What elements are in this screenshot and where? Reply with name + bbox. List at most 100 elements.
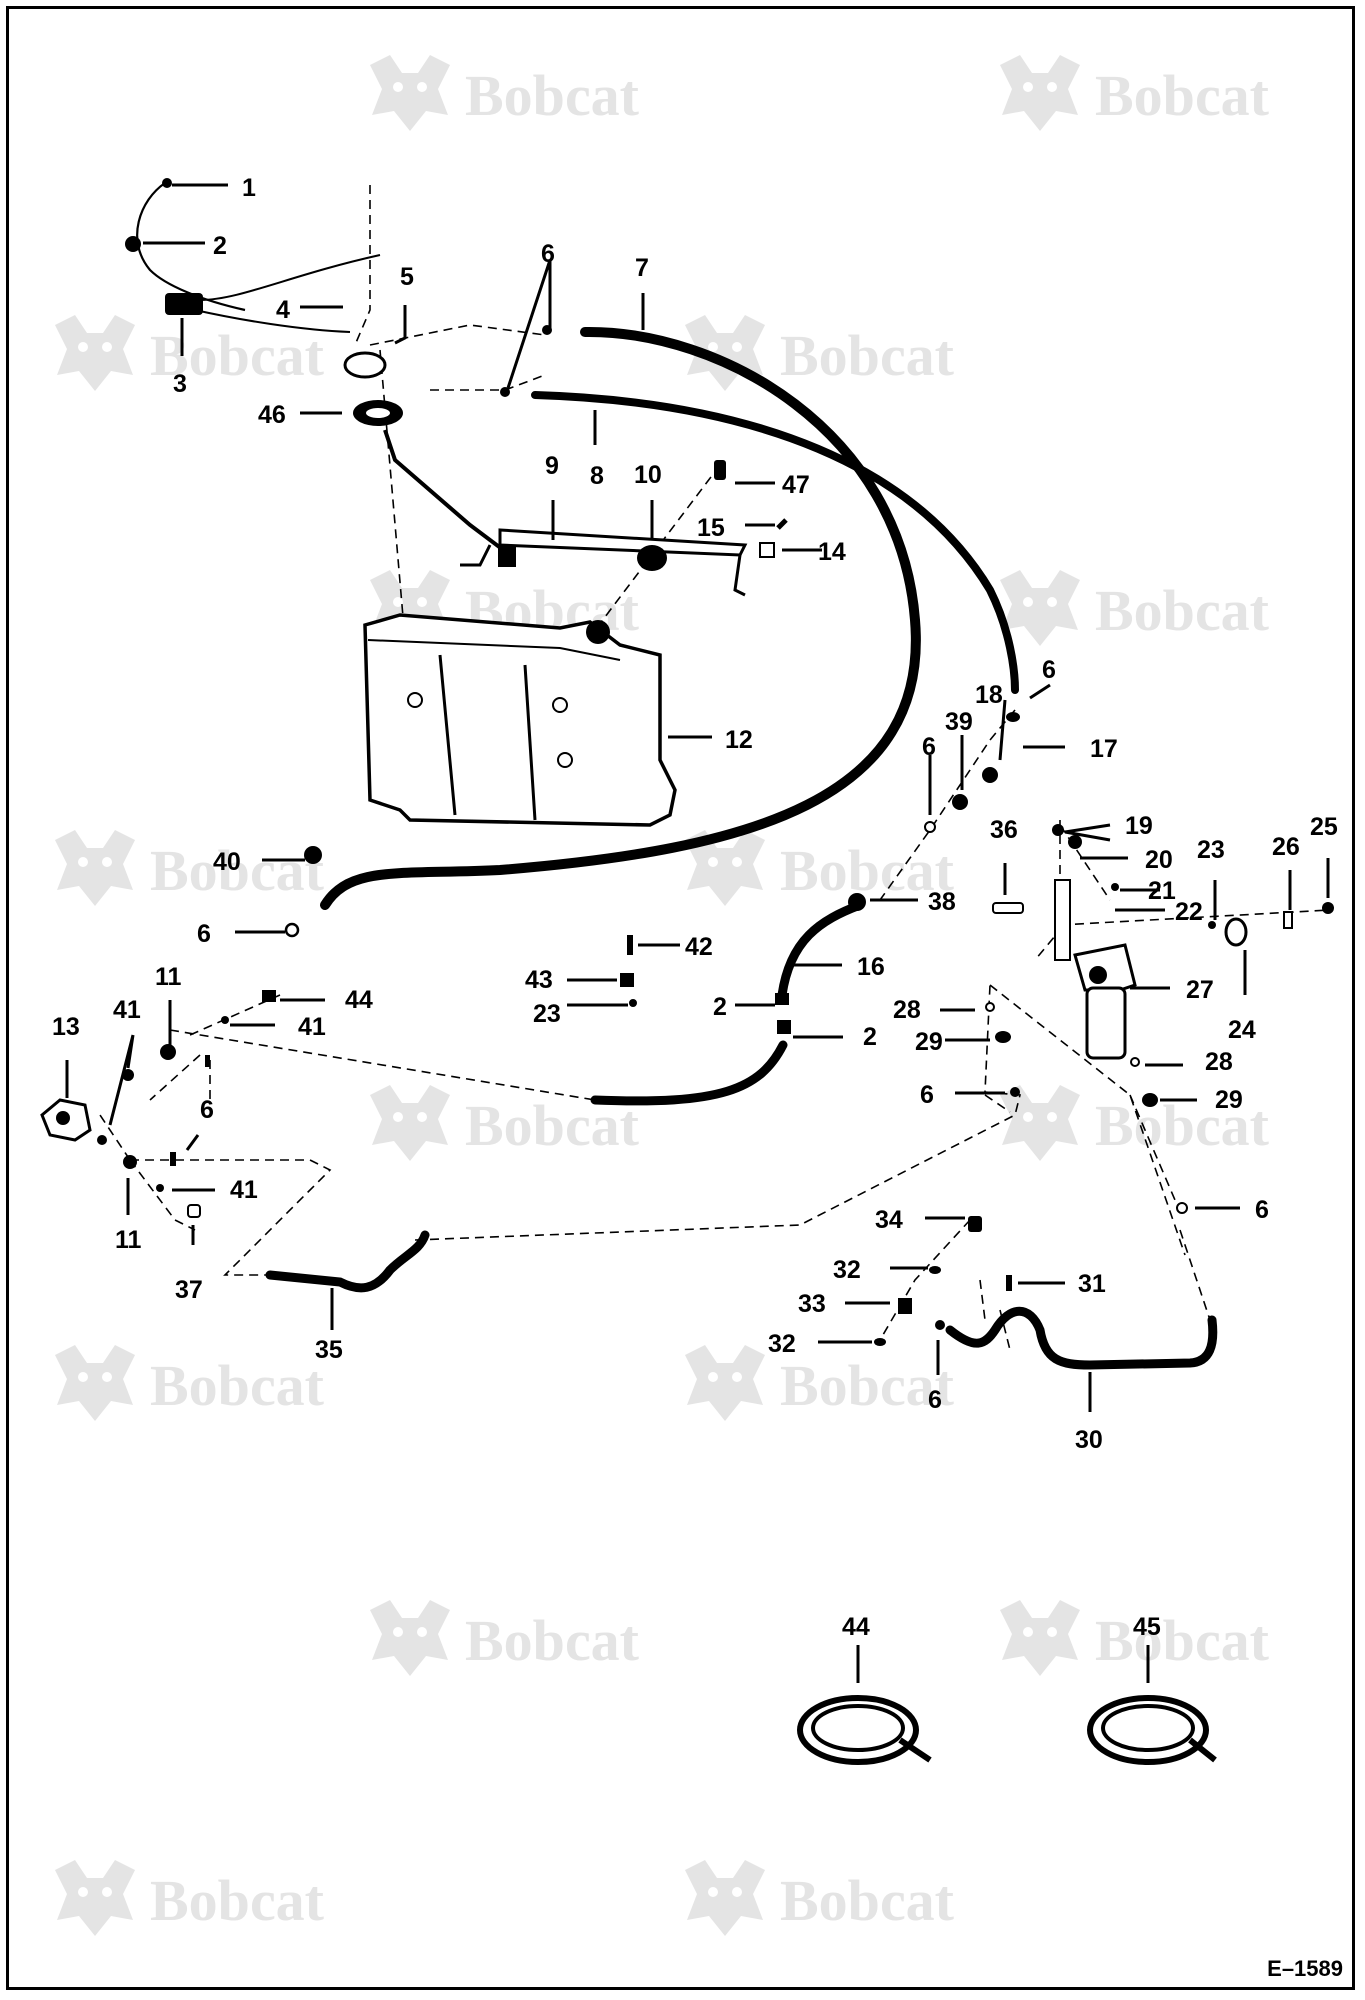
screw-37	[187, 1204, 201, 1218]
callout-34: 34	[875, 1206, 903, 1234]
filter-bowl-27	[1085, 986, 1127, 1060]
callout-18: 18	[975, 681, 1003, 709]
svg-text:Bobcat: Bobcat	[150, 323, 325, 388]
washer-23	[1208, 921, 1216, 929]
filter-head-27-port	[1089, 966, 1107, 984]
hose-coil-44	[797, 1695, 932, 1765]
bracket-9-foot-right	[733, 554, 746, 597]
callout-labels: 1 2 3 4 5 6 7 8 46 9 10 47 15 14 12 6 18…	[52, 174, 1338, 1641]
ferrule-38	[848, 893, 866, 911]
clamp-6	[935, 1320, 945, 1330]
callout-38: 38	[928, 888, 956, 916]
svg-text:Bobcat: Bobcat	[780, 838, 955, 903]
callout-2: 2	[713, 993, 727, 1021]
svg-text:Bobcat: Bobcat	[465, 1608, 640, 1673]
fuel-tank-12-boss	[557, 752, 573, 768]
callout-6: 6	[200, 1096, 214, 1124]
leader-lines	[65, 183, 1330, 1683]
hose-35	[265, 1230, 430, 1293]
callout-19: 19	[1125, 812, 1153, 840]
screw-42	[627, 935, 633, 955]
terminal-1	[162, 178, 172, 188]
watermark: Bobcat	[685, 1345, 955, 1421]
clamp-6	[1176, 1202, 1188, 1214]
watermark: Bobcat	[1000, 55, 1270, 131]
svg-text:Bobcat: Bobcat	[150, 838, 325, 903]
callout-41: 41	[298, 1013, 326, 1041]
cable-3-5	[199, 254, 381, 301]
washer-41	[221, 1016, 229, 1024]
elbow-40	[304, 846, 322, 864]
filter-head-27	[1073, 943, 1137, 992]
washer-32	[929, 1266, 941, 1274]
hose-7	[320, 326, 921, 910]
connector-3	[165, 293, 203, 315]
watermark: Bobcat	[370, 55, 640, 131]
callout-6: 6	[1255, 1196, 1269, 1224]
callout-23: 23	[533, 1000, 561, 1028]
callout-23: 23	[1197, 836, 1225, 864]
callout-40: 40	[213, 848, 241, 876]
watermark: Bobcat	[1000, 570, 1270, 646]
svg-text:Bobcat: Bobcat	[150, 1353, 325, 1418]
watermark: Bobcat	[1000, 1600, 1270, 1676]
callout-15: 15	[697, 514, 725, 542]
screw-31	[1006, 1275, 1012, 1291]
svg-text:Bobcat: Bobcat	[465, 63, 640, 128]
callout-20: 20	[1145, 846, 1173, 874]
hose-30	[945, 1306, 1218, 1370]
parts	[40, 178, 1334, 1765]
hose-coil-45	[1087, 1695, 1217, 1765]
watermark-layer: Bobcat Bobcat Bobcat Bobcat Bobcat Bobca…	[55, 55, 1270, 1936]
fuel-tank-12-neck	[586, 620, 610, 644]
callout-4: 4	[276, 296, 290, 324]
clamp-6	[284, 922, 300, 938]
callout-31: 31	[1078, 1270, 1106, 1298]
callout-45: 45	[1133, 1613, 1161, 1641]
callout-29: 29	[915, 1028, 943, 1056]
callout-30: 30	[1075, 1426, 1103, 1454]
grommet-2	[125, 236, 141, 252]
clip-43	[620, 973, 634, 987]
callout-41: 41	[230, 1176, 258, 1204]
fuel-tank-12-boss	[407, 692, 423, 708]
callout-1: 1	[242, 174, 256, 202]
watermark: Bobcat	[685, 1860, 955, 1936]
callout-35: 35	[315, 1336, 343, 1364]
callout-33: 33	[798, 1290, 826, 1318]
callout-22: 22	[1175, 898, 1203, 926]
fitting-29	[995, 1031, 1011, 1043]
watermark: Bobcat	[55, 830, 325, 906]
callout-13: 13	[52, 1013, 80, 1041]
washer-32	[874, 1338, 886, 1346]
fitting-18	[982, 767, 998, 783]
callout-37: 37	[175, 1276, 203, 1304]
washer-20	[1068, 835, 1082, 849]
callout-9: 9	[545, 452, 559, 480]
callout-44: 44	[345, 986, 373, 1014]
watermark: Bobcat	[370, 1600, 640, 1676]
sender-5	[343, 351, 387, 379]
callout-28: 28	[1205, 1048, 1233, 1076]
watermark: Bobcat	[55, 1345, 325, 1421]
svg-text:Bobcat: Bobcat	[780, 1353, 955, 1418]
clip-33	[898, 1298, 912, 1314]
bolt-21	[1111, 883, 1119, 891]
screw-15	[776, 518, 788, 530]
fitting-29	[1142, 1093, 1158, 1107]
callout-5: 5	[400, 263, 414, 291]
watermark: Bobcat	[55, 1860, 325, 1936]
hose-lower	[590, 1040, 788, 1106]
callout-46: 46	[258, 401, 286, 429]
callout-28: 28	[893, 996, 921, 1024]
cable-3-4	[194, 309, 351, 333]
callout-11: 11	[115, 1226, 142, 1254]
callout-39: 39	[945, 708, 973, 736]
callout-27: 27	[1186, 976, 1214, 1004]
svg-text:Bobcat: Bobcat	[780, 323, 955, 388]
callout-2: 2	[213, 232, 227, 260]
watermark: Bobcat	[685, 315, 955, 391]
svg-text:Bobcat: Bobcat	[1095, 63, 1270, 128]
fuel-pump-13-port	[56, 1111, 70, 1125]
